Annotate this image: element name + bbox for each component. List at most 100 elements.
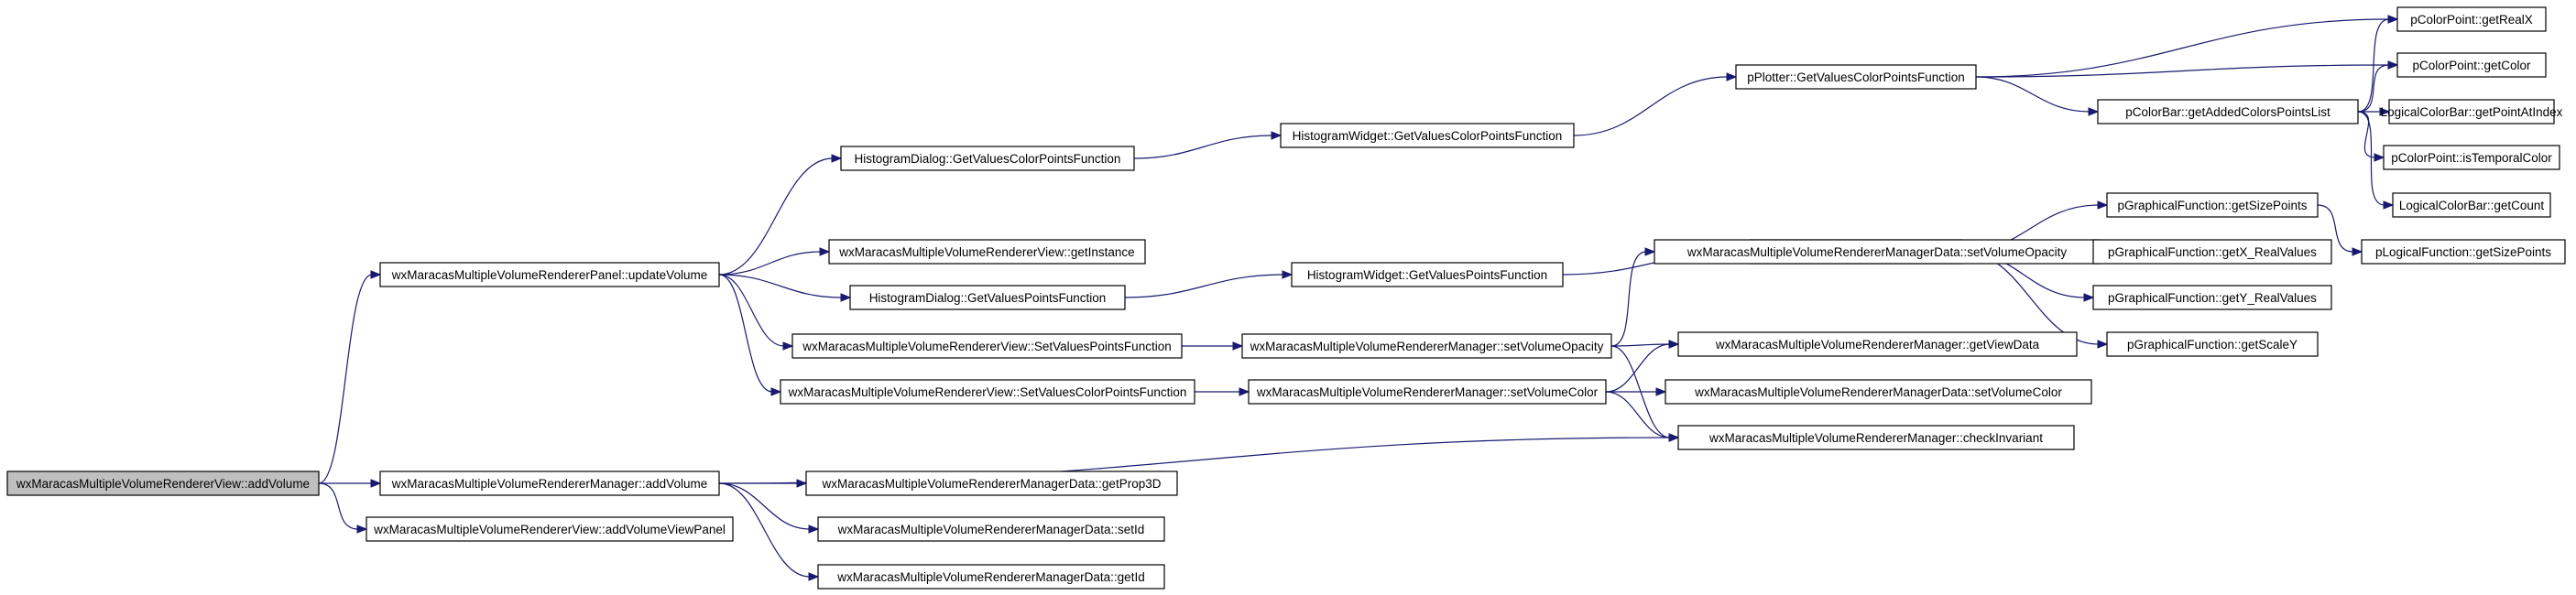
node-label: HistogramDialog::GetValuesColorPointsFun… bbox=[855, 152, 1121, 166]
function-node-viewAddPanel[interactable]: wxMaracasMultipleVolumeRendererView::add… bbox=[366, 516, 734, 542]
node-label: wxMaracasMultipleVolumeRendererView::Set… bbox=[788, 385, 1187, 399]
arrowhead-icon bbox=[840, 293, 852, 302]
node-label: pGraphicalFunction::getSizePoints bbox=[2117, 199, 2307, 212]
node-box bbox=[2092, 239, 2332, 265]
arrowhead-icon bbox=[2352, 247, 2363, 256]
edge-line bbox=[718, 482, 811, 530]
arrowhead-icon bbox=[370, 270, 382, 279]
node-box bbox=[2383, 145, 2560, 170]
call-nodes: wxMaracasMultipleVolumeRendererView::add… bbox=[6, 6, 2566, 590]
node-box bbox=[2396, 52, 2547, 78]
function-node-mdGetId[interactable]: wxMaracasMultipleVolumeRendererManagerDa… bbox=[817, 564, 1165, 590]
node-label: wxMaracasMultipleVolumeRendererView::get… bbox=[838, 245, 1134, 259]
node-label: wxMaracasMultipleVolumeRendererManagerDa… bbox=[822, 477, 1162, 491]
function-node-viewSetColPts[interactable]: wxMaracasMultipleVolumeRendererView::Set… bbox=[780, 379, 1195, 405]
call-edge-hwColor-to-ppColor bbox=[1573, 72, 1738, 136]
call-edge-viewSetColPts-to-mgrSetColor bbox=[1195, 387, 1250, 396]
node-box bbox=[840, 146, 1135, 171]
edge-line bbox=[718, 274, 773, 393]
call-edge-cbList-to-cpColor bbox=[2357, 60, 2399, 113]
function-node-ppColor[interactable]: pPlotter::GetValuesColorPointsFunction bbox=[1735, 64, 1977, 90]
call-edge-mgrSetColor-to-mdSetColor bbox=[1606, 387, 1667, 396]
arrowhead-icon bbox=[1239, 387, 1250, 396]
call-edge-panelUpdate-to-hdColor bbox=[718, 154, 843, 276]
node-label: pColorPoint::isTemporalColor bbox=[2391, 151, 2552, 165]
function-node-gfSize[interactable]: pGraphicalFunction::getSizePoints bbox=[2106, 192, 2319, 218]
call-edge-mgrAdd-to-mdProp bbox=[719, 479, 808, 488]
node-box bbox=[817, 516, 1165, 542]
function-node-mdSetColor[interactable]: wxMaracasMultipleVolumeRendererManagerDa… bbox=[1665, 379, 2092, 405]
function-node-mdSetOpacity[interactable]: wxMaracasMultipleVolumeRendererManagerDa… bbox=[1654, 239, 2101, 265]
node-label: LogicalColorBar::getPointAtIndex bbox=[2381, 105, 2563, 119]
arrowhead-icon bbox=[2383, 200, 2395, 210]
function-node-hwColor[interactable]: HistogramWidget::GetValuesColorPointsFun… bbox=[1280, 123, 1575, 148]
edge-line bbox=[318, 274, 373, 484]
node-box bbox=[2106, 192, 2319, 218]
edge-line bbox=[2357, 64, 2390, 113]
edge-line bbox=[718, 157, 834, 276]
call-edge-mgrSetColor-to-mgrGetView bbox=[1605, 340, 1680, 393]
node-label: wxMaracasMultipleVolumeRendererView::add… bbox=[373, 523, 726, 536]
function-node-mgrCheck[interactable]: wxMaracasMultipleVolumeRendererManager::… bbox=[1677, 425, 2075, 450]
function-node-viewSetPts[interactable]: wxMaracasMultipleVolumeRendererView::Set… bbox=[791, 333, 1183, 359]
call-edge-root-to-viewAddPanel bbox=[318, 482, 368, 534]
arrowhead-icon bbox=[2097, 200, 2109, 210]
function-node-panelUpdate[interactable]: wxMaracasMultipleVolumeRendererPanel::up… bbox=[379, 262, 720, 287]
node-label: wxMaracasMultipleVolumeRendererManagerDa… bbox=[837, 523, 1145, 536]
node-box bbox=[1677, 425, 2075, 450]
arrowhead-icon bbox=[831, 154, 843, 163]
arrowhead-icon bbox=[2083, 293, 2095, 302]
node-box bbox=[1248, 379, 1607, 405]
function-node-gfY[interactable]: pGraphicalFunction::getY_RealValues bbox=[2092, 285, 2332, 310]
arrowhead-icon bbox=[2387, 15, 2399, 24]
edge-line bbox=[1124, 274, 1284, 298]
call-edge-ppColor-to-cpRealX bbox=[1975, 15, 2399, 78]
function-node-lcbCount[interactable]: LogicalColorBar::getCount bbox=[2392, 192, 2551, 218]
function-node-mgrSetColor[interactable]: wxMaracasMultipleVolumeRendererManager::… bbox=[1248, 379, 1607, 405]
arrowhead-icon bbox=[782, 341, 794, 351]
function-node-lcbPoint[interactable]: LogicalColorBar::getPointAtIndex bbox=[2381, 99, 2563, 124]
function-node-viewInst[interactable]: wxMaracasMultipleVolumeRendererView::get… bbox=[828, 239, 1146, 265]
edge-line bbox=[1610, 251, 1647, 347]
function-node-mgrAdd[interactable]: wxMaracasMultipleVolumeRendererManager::… bbox=[379, 471, 720, 496]
edge-line bbox=[1605, 391, 1671, 438]
edge-line bbox=[1610, 343, 1671, 347]
function-node-cpColor[interactable]: pColorPoint::getColor bbox=[2396, 52, 2547, 78]
edge-line bbox=[718, 274, 785, 347]
function-node-root[interactable]: wxMaracasMultipleVolumeRendererView::add… bbox=[6, 471, 320, 496]
function-node-mdProp[interactable]: wxMaracasMultipleVolumeRendererManagerDa… bbox=[805, 471, 1178, 496]
edge-line bbox=[1975, 76, 2090, 113]
function-node-hdPoints[interactable]: HistogramDialog::GetValuesPointsFunction bbox=[849, 285, 1126, 310]
arrowhead-icon bbox=[1668, 340, 1680, 349]
function-node-gfX[interactable]: pGraphicalFunction::getX_RealValues bbox=[2092, 239, 2332, 265]
node-label: pColorPoint::getColor bbox=[2412, 59, 2531, 72]
call-edge-panelUpdate-to-hdPoints bbox=[718, 274, 852, 302]
function-node-lfSize[interactable]: pLogicalFunction::getSizePoints bbox=[2361, 239, 2566, 265]
node-box bbox=[780, 379, 1195, 405]
arrowhead-icon bbox=[1668, 433, 1680, 442]
edge-line bbox=[2357, 111, 2385, 206]
node-label: wxMaracasMultipleVolumeRendererView::add… bbox=[16, 477, 310, 491]
function-node-cbList[interactable]: pColorBar::getAddedColorsPointsList bbox=[2097, 99, 2359, 124]
arrowhead-icon bbox=[819, 247, 831, 256]
function-node-hdColor[interactable]: HistogramDialog::GetValuesColorPointsFun… bbox=[840, 146, 1135, 171]
function-node-gfScaleY[interactable]: pGraphicalFunction::getScaleY bbox=[2106, 331, 2319, 357]
function-node-cpRealX[interactable]: pColorPoint::getRealX bbox=[2396, 6, 2547, 32]
edge-line bbox=[318, 482, 359, 530]
arrowhead-icon bbox=[1232, 341, 1244, 351]
function-node-mdSetId[interactable]: wxMaracasMultipleVolumeRendererManagerDa… bbox=[817, 516, 1165, 542]
arrowhead-icon bbox=[808, 525, 820, 534]
node-label: pGraphicalFunction::getX_RealValues bbox=[2108, 245, 2317, 259]
node-box bbox=[1241, 333, 1612, 359]
node-box bbox=[1280, 123, 1575, 148]
call-edge-mgrSetOpacity-to-mdSetOpacity bbox=[1610, 247, 1656, 347]
function-node-mgrSetOpacity[interactable]: wxMaracasMultipleVolumeRendererManager::… bbox=[1241, 333, 1612, 359]
function-node-cpTemp[interactable]: pColorPoint::isTemporalColor bbox=[2383, 145, 2560, 170]
node-label: pColorPoint::getRealX bbox=[2410, 13, 2533, 27]
node-box bbox=[379, 262, 720, 287]
call-edge-mgrAdd-to-mdGetId bbox=[718, 482, 820, 581]
arrowhead-icon bbox=[796, 479, 808, 488]
function-node-mgrGetView[interactable]: wxMaracasMultipleVolumeRendererManager::… bbox=[1677, 331, 2078, 357]
call-edge-panelUpdate-to-viewSetPts bbox=[718, 274, 794, 351]
function-node-hwPoints[interactable]: HistogramWidget::GetValuesPointsFunction bbox=[1291, 262, 1564, 287]
